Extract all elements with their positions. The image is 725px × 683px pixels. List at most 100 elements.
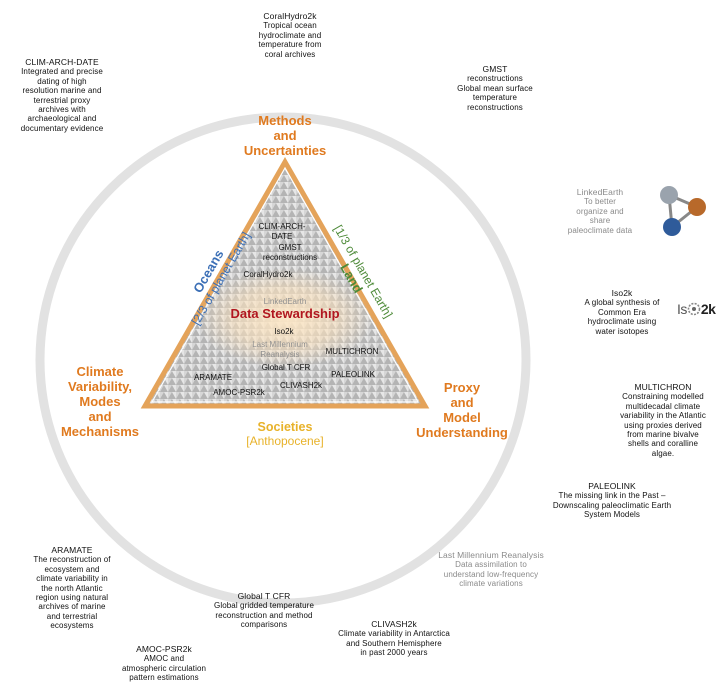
- center-title: Data Stewardship: [230, 306, 340, 321]
- triangle-label-line: DATE: [271, 231, 293, 241]
- project-description-line: ecosystems: [50, 621, 94, 631]
- side-label-societies: Societies [Anthopocene]: [198, 420, 372, 448]
- project-description-line: Data assimilation to: [455, 560, 527, 570]
- project-description-line: atmospheric circulation: [121, 663, 207, 673]
- project-description-line: reconstructions: [467, 74, 523, 84]
- corner-proxy-line: and: [450, 395, 474, 410]
- project-description-line: Common Era: [597, 307, 647, 317]
- triangle-label-multichron: MULTICHRON: [312, 347, 392, 357]
- project-description-line: comparisons: [240, 620, 288, 630]
- triangle-label-line: Iso2k: [274, 327, 294, 336]
- societies-detail: [Anthopocene]: [246, 434, 324, 448]
- corner-climate-line: Mechanisms: [60, 424, 140, 439]
- linkedearth-logo-icon: [660, 186, 706, 236]
- corner-proxy-line: Understanding: [416, 425, 508, 440]
- project-description-line: archives with: [38, 105, 86, 115]
- project-description-line: region using natural: [35, 593, 109, 603]
- triangle-label-line: CoralHydro2k: [243, 270, 293, 279]
- triangle-label-line: PALEOLINK: [331, 370, 375, 379]
- project-description-line: Downscaling paleoclimatic Earth: [552, 500, 672, 510]
- triangle-label-paleolink: PALEOLINK: [320, 370, 386, 380]
- project-description-line: temperature: [472, 93, 518, 103]
- project-description-line: the north Atlantic: [41, 583, 103, 593]
- project-name: Iso2k: [611, 288, 633, 298]
- project-description-line: temperature from: [258, 40, 322, 50]
- corner-proxy-line: Proxy: [443, 380, 481, 395]
- project-name: MULTICHRON: [634, 382, 692, 392]
- triangle-label-amoc-psr2k: AMOC-PSR2k: [200, 388, 278, 398]
- project-description-line: Global mean surface: [457, 83, 533, 93]
- project-description-line: from marine bivalve: [627, 430, 699, 440]
- project-name: LinkedEarth: [576, 187, 624, 197]
- project-description-line: ecosystem and: [44, 564, 100, 574]
- project-name: PALEOLINK: [588, 481, 636, 491]
- triangle-label-line: CLIM-ARCH-: [258, 222, 306, 231]
- corner-climate-variability: Climate Variability, Modes and Mechanism…: [38, 364, 162, 439]
- project-description-line: resolution marine and: [22, 86, 102, 96]
- triangle-label-line: Global T CFR: [261, 363, 311, 372]
- project-description-line: archives of marine: [38, 602, 106, 612]
- triangle-label-iso2k: Iso2k: [264, 327, 304, 337]
- project-name: CLIM-ARCH-DATE: [25, 57, 99, 67]
- project-description-line: Climate variability in Antarctica: [338, 629, 450, 639]
- project-description-line: To better: [583, 197, 617, 207]
- project-description-line: dating of high: [37, 76, 87, 86]
- project-name: CoralHydro2k: [263, 11, 317, 21]
- triangle-label-globaltcfr: Global T CFR: [244, 363, 328, 373]
- project-description-line: The missing link in the Past –: [558, 491, 666, 501]
- triangle-label-line: Reanalysis: [260, 349, 300, 359]
- project-description-line: in past 2000 years: [360, 648, 428, 658]
- triangle-label-line: Last Millennium: [252, 340, 308, 349]
- triangle-label-line: MULTICHRON: [325, 347, 379, 356]
- project-description-line: Global gridded temperature: [214, 601, 314, 611]
- project-description-line: terrestrial proxy: [33, 95, 91, 105]
- corner-methods-line: and: [273, 128, 297, 143]
- iso2k-logo: Is 2k: [677, 301, 716, 317]
- project-description-line: archaeological and: [27, 114, 97, 124]
- iso2k-logo-suffix: 2k: [700, 301, 716, 317]
- project-description-line: A global synthesis of: [584, 298, 660, 308]
- project-description-line: hydroclimate using: [587, 317, 657, 327]
- outer-ring: [35, 112, 531, 608]
- triangle-label-line: LinkedEarth: [263, 297, 307, 306]
- project-description-line: hydroclimate and: [258, 30, 322, 40]
- project-description-line: share: [589, 216, 611, 226]
- triangle-label-clivash2k: CLIVASH2k: [263, 381, 339, 391]
- center-glow: [197, 268, 373, 368]
- project-description-line: Constraining modelled: [622, 392, 704, 402]
- corner-methods: Methods and Uncertainties: [215, 113, 355, 158]
- project-name: ARAMATE: [51, 545, 93, 555]
- project-description-line: reconstruction and method: [215, 610, 313, 620]
- corner-methods-line: Methods: [258, 113, 312, 128]
- triangle-label-line: GMST: [278, 243, 302, 252]
- project-description-line: AMOC and: [143, 654, 185, 664]
- project-description-line: Tropical ocean: [263, 21, 317, 31]
- societies-name: Societies: [257, 420, 313, 434]
- iso2k-logo-prefix: Is: [677, 301, 687, 317]
- project-description-line: paleoclimate data: [567, 225, 633, 235]
- project-description-line: and terrestrial: [46, 611, 98, 621]
- project-name: CLIVASH2k: [371, 619, 417, 629]
- project-description-line: understand low-frequency: [443, 569, 539, 579]
- corner-methods-line: Uncertainties: [243, 143, 327, 158]
- project-description-line: The reconstruction of: [33, 555, 111, 565]
- project-description-line: System Models: [584, 510, 640, 520]
- project-name: GMST: [482, 64, 508, 74]
- project-description-line: organize and: [576, 206, 624, 216]
- project-description-line: documentary evidence: [20, 123, 104, 133]
- corner-proxy-line: Model: [443, 410, 481, 425]
- project-name: Global T CFR: [237, 591, 291, 601]
- project-name: AMOC-PSR2k: [136, 644, 192, 654]
- project-description-line: shells and coralline: [627, 439, 699, 449]
